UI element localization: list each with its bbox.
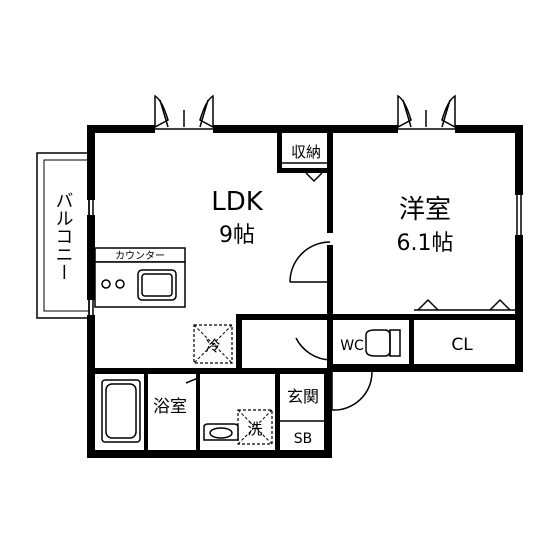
ldk-size: 9帖	[219, 223, 255, 248]
western-size: 6.1帖	[397, 231, 454, 256]
wc-label: WC	[340, 338, 364, 354]
washer-spot: 洗	[237, 409, 273, 445]
window-left	[88, 200, 94, 315]
kitchen-counter: カウンター	[94, 247, 186, 308]
door-hall	[295, 320, 331, 361]
washbasin	[203, 423, 239, 441]
window-right	[516, 195, 522, 235]
shoebox-label: SB	[294, 431, 313, 447]
interior-walls	[87, 133, 523, 452]
storage-label: 収納	[291, 143, 321, 161]
counter-label: カウンター	[115, 250, 165, 262]
bath-label: 浴室	[153, 397, 187, 417]
washer-label: 洗	[247, 420, 262, 438]
wc: WC	[340, 329, 401, 357]
door-entrance	[331, 371, 373, 411]
entrance-label: 玄関	[287, 387, 319, 406]
balcony: バルコニー	[36, 152, 90, 319]
closet: CL	[414, 298, 515, 355]
door-bath	[185, 376, 199, 400]
balcony-label: バルコニー	[53, 191, 74, 281]
storage-closet: 収納	[282, 143, 327, 183]
ldk-name: LDK	[211, 187, 264, 217]
fridge-spot: 冷	[193, 324, 233, 364]
western-name: 洋室	[399, 195, 451, 225]
door-ldk	[289, 241, 331, 283]
exterior-walls	[87, 125, 523, 458]
bathtub	[101, 379, 141, 443]
closet-label: CL	[451, 335, 473, 355]
window-western	[397, 94, 456, 130]
window-ldk	[154, 94, 214, 130]
fridge-label: 冷	[205, 337, 220, 355]
